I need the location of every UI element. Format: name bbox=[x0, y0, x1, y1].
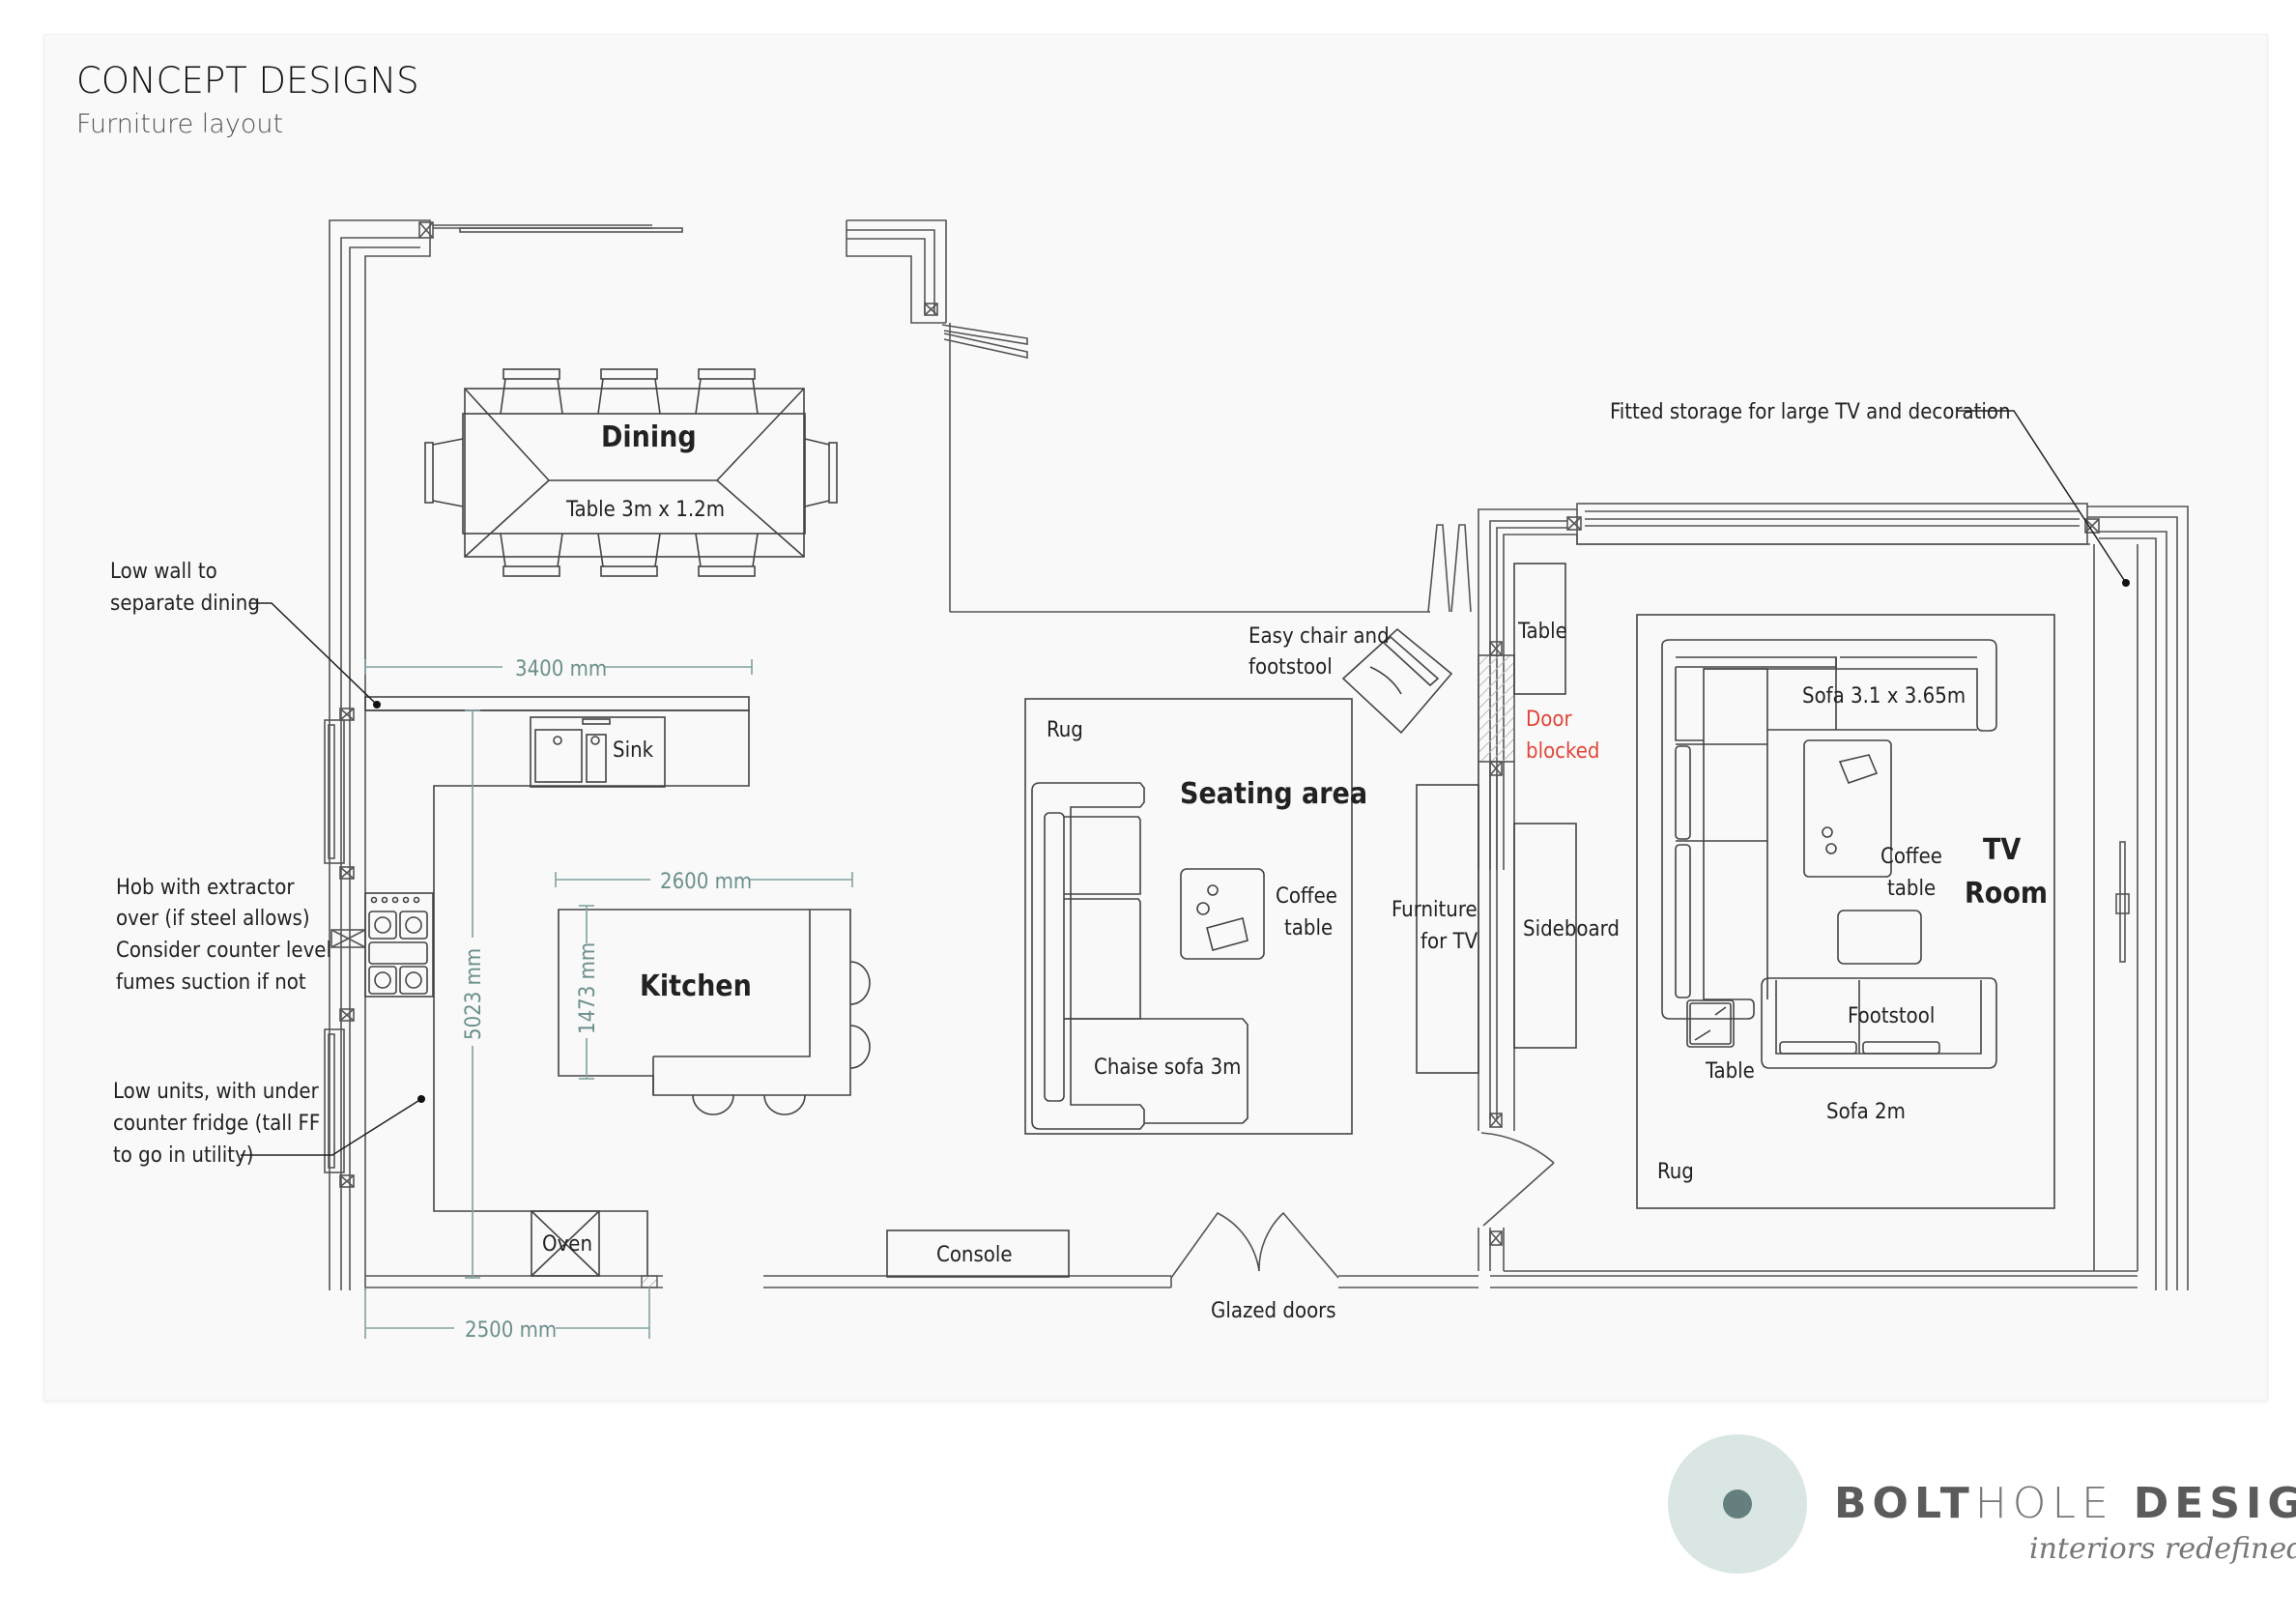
door-blocked-label-1: Door bbox=[1526, 708, 1572, 732]
dining-table-label: Table 3m x 1.2m bbox=[565, 498, 725, 522]
hob-note-2: over (if steel allows) bbox=[116, 907, 310, 931]
logo-part-bolt: BOLT bbox=[1834, 1479, 1975, 1528]
tv-coffee-label-1: Coffee bbox=[1880, 845, 1942, 869]
hob-icon bbox=[364, 892, 434, 998]
seating-rug bbox=[1024, 698, 1353, 1135]
plan-card bbox=[43, 34, 2268, 1401]
sofa-small-label: Sofa 2m bbox=[1826, 1100, 1906, 1124]
easy-chair-icon bbox=[1341, 627, 1453, 735]
console bbox=[886, 1229, 1070, 1278]
tv-rug bbox=[1636, 614, 2055, 1209]
tv-small-table bbox=[1686, 999, 1735, 1048]
low-wall-note-2: separate dining bbox=[110, 592, 260, 616]
dimension-5023: 5023 mm bbox=[462, 948, 486, 1040]
easy-chair-label-2: footstool bbox=[1248, 655, 1333, 680]
dining-label: Dining bbox=[601, 420, 697, 454]
sink-label: Sink bbox=[613, 738, 654, 763]
fitted-storage-note: Fitted storage for large TV and decorati… bbox=[1610, 400, 2011, 424]
tv-room-label-1: TV bbox=[1983, 833, 2021, 867]
tv-table-label: Table bbox=[1705, 1059, 1755, 1084]
tv-room-label-2: Room bbox=[1965, 877, 2048, 911]
kitchen bbox=[364, 696, 871, 1277]
tv-side-table-label: Table bbox=[1517, 620, 1567, 644]
tv-furniture bbox=[1416, 784, 1479, 1074]
low-units-note-1: Low units, with under bbox=[113, 1080, 320, 1104]
sideboard-label: Sideboard bbox=[1523, 917, 1620, 941]
sink bbox=[530, 716, 666, 788]
tv-rug-label: Rug bbox=[1657, 1160, 1694, 1184]
hob-note-1: Hob with extractor bbox=[116, 876, 295, 900]
hob-note-4: fumes suction if not bbox=[116, 970, 306, 995]
tv-coffee-label-2: table bbox=[1887, 877, 1936, 901]
low-units-note-2: counter fridge (tall FF bbox=[113, 1112, 320, 1136]
dimension-2600: 2600 mm bbox=[660, 870, 752, 894]
page-subtitle: Furniture layout bbox=[76, 109, 284, 139]
low-units-note-3: to go in utility) bbox=[113, 1143, 253, 1168]
tv-furniture-label-2: for TV bbox=[1421, 930, 1478, 954]
seating-coffee-label-1: Coffee bbox=[1276, 884, 1337, 909]
logo-part-hole: HOLE bbox=[1974, 1479, 2114, 1528]
sideboard bbox=[1513, 823, 1577, 1049]
logo-dot-icon bbox=[1723, 1490, 1752, 1519]
tv-coffee-table bbox=[1803, 739, 1892, 878]
door-blocked-label-2: blocked bbox=[1526, 739, 1599, 764]
seating-area-label: Seating area bbox=[1180, 777, 1367, 811]
easy-chair-label-1: Easy chair and bbox=[1248, 624, 1390, 649]
seating-coffee-table bbox=[1180, 868, 1265, 960]
kitchen-label: Kitchen bbox=[640, 969, 752, 1003]
brand-tagline: interiors redefined bbox=[2029, 1532, 2296, 1566]
dimension-3400: 3400 mm bbox=[515, 657, 607, 681]
seating-rug-label: Rug bbox=[1047, 718, 1083, 742]
seating-area bbox=[886, 627, 1479, 1278]
leader-lines bbox=[241, 410, 2130, 1156]
low-wall-note-1: Low wall to bbox=[110, 560, 217, 584]
glazed-doors-label: Glazed doors bbox=[1211, 1299, 1336, 1323]
footstool-label: Footstool bbox=[1848, 1004, 1935, 1028]
brand-logo: BOLTHOLE DESIGN bbox=[1834, 1479, 2296, 1528]
seating-coffee-label-2: table bbox=[1284, 916, 1333, 940]
page-title: CONCEPT DESIGNS bbox=[76, 60, 419, 101]
logo-part-design: DESIGN bbox=[2133, 1479, 2296, 1528]
hob-note-3: Consider counter level bbox=[116, 939, 331, 963]
tv-side-table bbox=[1513, 563, 1566, 695]
tv-furniture-label-1: Furniture bbox=[1392, 898, 1478, 922]
oven bbox=[531, 1210, 600, 1277]
sofa-large-label: Sofa 3.1 x 3.65m bbox=[1802, 684, 1966, 709]
walls bbox=[324, 219, 2189, 1290]
tv-room bbox=[1513, 563, 2055, 1209]
footstool bbox=[1837, 910, 1922, 965]
console-label: Console bbox=[936, 1243, 1013, 1267]
dimension-1473: 1473 mm bbox=[576, 942, 600, 1034]
chaise-label: Chaise sofa 3m bbox=[1094, 1056, 1241, 1080]
dining-table bbox=[424, 368, 838, 577]
oven-label: Oven bbox=[542, 1232, 592, 1257]
dimension-lines bbox=[364, 659, 853, 1339]
dimension-2500: 2500 mm bbox=[465, 1318, 557, 1343]
